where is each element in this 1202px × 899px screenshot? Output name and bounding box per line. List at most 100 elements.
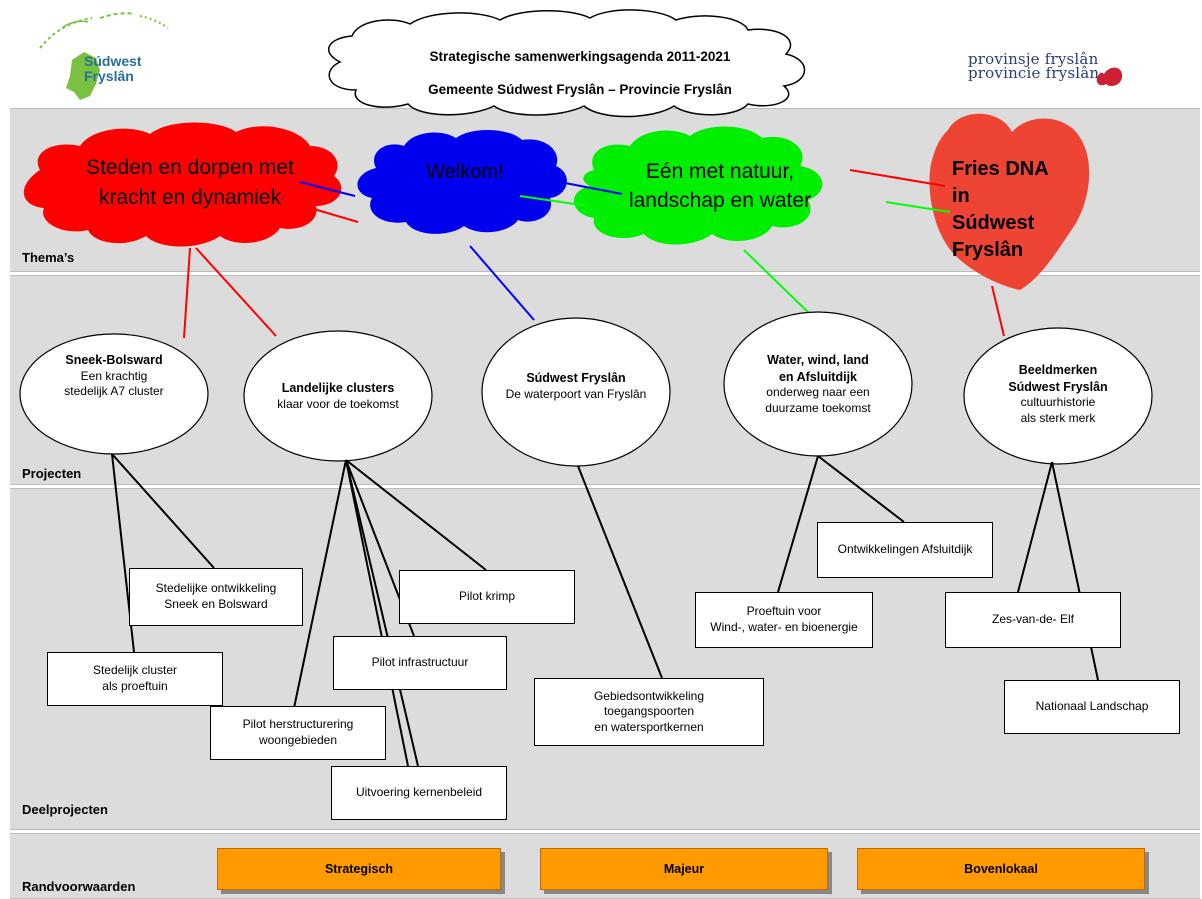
project-water-wind-title2: en Afsluitdijk [778, 369, 857, 384]
subproject-s1-l2: Sneek en Bolsward [164, 597, 268, 611]
subproject-s9-l1: Proeftuin voor [746, 604, 822, 619]
subproject-s2-l1: Stedelijk cluster [92, 663, 178, 678]
band-label-deelprojecten: Deelprojecten [22, 802, 108, 817]
logo-left-line2: Fryslân [84, 67, 134, 84]
connector-p4-s8 [817, 455, 905, 523]
project-water-wind-title1: Water, wind, land [767, 353, 869, 367]
subproject-s8: Ontwikkelingen Afsluitdijk [837, 542, 973, 557]
header-cloud [327, 9, 806, 118]
subproject-s5-l1: Pilot herstructurering [242, 717, 354, 732]
connector-p4-s9 [777, 455, 819, 593]
project-water-wind: Water, wind, land en Afsluitdijk onderwe… [728, 352, 908, 416]
connector-t3-p4 [743, 249, 813, 317]
project-sudwest-fryslan-l1: De waterpoort van Fryslân [505, 386, 647, 401]
header-title-line1: Strategische samenwerkingsagenda 2011-20… [429, 49, 731, 64]
subproject-s3: Pilot krimp [458, 589, 515, 604]
project-sudwest-fryslan-title: Súdwest Fryslân [526, 371, 626, 385]
band-label-themas: Thema’s [22, 250, 75, 265]
project-beeldmerken-title1: Beeldmerken [1018, 363, 1098, 377]
subproject-s2-l2: als proeftuin [102, 679, 168, 693]
project-beeldmerken-l2: als sterk merk [1020, 410, 1096, 425]
connector-t2-p3 [469, 245, 535, 321]
theme-fries-dna-line2: in [952, 185, 970, 207]
connector-t3-t4-red [849, 169, 946, 187]
project-water-wind-l2: duurzame toekomst [765, 400, 871, 415]
connector-t3-t4-green [885, 201, 951, 213]
subproject-pilot-krimp: Pilot krimp [399, 570, 575, 624]
project-sneek-bolsward-l2: stedelijk A7 cluster [64, 384, 164, 399]
connector-t4-p5 [991, 285, 1005, 337]
subproject-zes-van-de-elf: Zes-van-de- Elf [945, 592, 1121, 648]
theme-label-welkom: Welkom! [426, 161, 504, 183]
theme-cloud-welkom [357, 129, 567, 234]
connector-t2-t3-blue [559, 181, 623, 195]
provincie-heart-icon [1096, 67, 1123, 86]
subproject-ontwikkelingen-afsluitdijk: Ontwikkelingen Afsluitdijk [817, 522, 993, 578]
subproject-s7-l3: en watersportkernen [594, 719, 704, 734]
theme-label-natuur: Eén met natuur, landschap en water [628, 160, 812, 212]
subproject-nationaal-landschap: Nationaal Landschap [1004, 680, 1180, 734]
project-water-wind-l1: onderweg naar een [766, 385, 870, 400]
subproject-s9-l2: Wind-, water- en bioenergie [710, 620, 858, 634]
subproject-s7-l2: toegangspoorten [603, 704, 695, 719]
subproject-s7-l1: Gebiedsontwikkeling [593, 688, 705, 703]
connector-p1-s1 [111, 453, 215, 569]
project-ellipse-sneek-bolsward [19, 333, 209, 455]
connector-t1-p1 [183, 247, 191, 339]
theme-cloud-steden [23, 122, 342, 247]
project-beeldmerken-l1: cultuurhistorie [1020, 395, 1096, 410]
logo-right-line2: provincie fryslân [968, 64, 1100, 82]
subproject-s10: Zes-van-de- Elf [991, 612, 1075, 627]
connector-t1-t2-blue [299, 181, 356, 197]
project-beeldmerken-title2: Súdwest Fryslân [1008, 379, 1108, 394]
theme-heart-fries-dna [929, 113, 1090, 290]
project-sneek-bolsward: Sneek-Bolsward Een krachtig stedelijk A7… [24, 352, 204, 400]
subproject-s11: Nationaal Landschap [1035, 699, 1149, 714]
subproject-s4: Pilot infrastructuur [371, 655, 469, 670]
subproject-pilot-infrastructuur: Pilot infrastructuur [333, 636, 507, 690]
header-title-line2: Gemeente Súdwest Fryslân – Provincie Fry… [428, 82, 732, 97]
band-label-projecten: Projecten [22, 466, 82, 481]
project-sneek-bolsward-title: Sneek-Bolsward [65, 353, 163, 367]
connector-p2-s3 [345, 459, 487, 571]
connector-p3-s7 [577, 465, 663, 679]
project-landelijke-clusters: Landelijke clusters klaar voor de toekom… [246, 380, 430, 412]
connector-p2-s5 [293, 459, 347, 709]
condition-bovenlokaal: Bovenlokaal [857, 848, 1145, 890]
connector-p5-s10 [1017, 461, 1053, 593]
connector-p2-s6 [345, 459, 419, 767]
project-landelijke-clusters-l1: klaar voor de toekomst [277, 396, 399, 411]
logo-left-text: Súdwest Fryslân [84, 54, 142, 83]
subproject-s6: Uitvoering kernenbeleid [355, 785, 483, 800]
theme-label-steden: Steden en dorpen met kracht en dynamiek [86, 156, 294, 209]
theme-cloud-natuur [573, 126, 823, 245]
header-title: Strategische samenwerkingsagenda 2011-20… [360, 40, 800, 106]
theme-fries-dna-line4: Fryslân [952, 239, 1024, 261]
project-ellipse-sudwest-fryslan [481, 317, 671, 467]
sudwest-logo-map-icon [39, 12, 169, 100]
project-ellipse-landelijke-clusters [243, 330, 433, 462]
band-label-randvoorwaarden: Randvoorwaarden [22, 879, 136, 894]
project-ellipse-beeldmerken [963, 327, 1153, 465]
theme-fries-dna-line1: Fries DNA [952, 158, 1049, 180]
logo-left-line1: Súdwest [84, 53, 142, 69]
logo-right-line1: provinsje fryslân [968, 50, 1099, 68]
subproject-s5-l2: woongebieden [258, 733, 338, 747]
project-beeldmerken: Beeldmerken Súdwest Fryslân cultuurhisto… [968, 362, 1148, 426]
connector-t1-t2-red [299, 204, 359, 223]
project-sudwest-fryslan: Súdwest Fryslân De waterpoort van Fryslâ… [476, 370, 676, 402]
project-sneek-bolsward-l1: Een krachtig [80, 368, 148, 383]
subproject-s1-l1: Stedelijke ontwikkeling [155, 581, 277, 596]
connector-p2-s6b [345, 459, 409, 767]
subproject-uitvoering-kernenbeleid: Uitvoering kernenbeleid [331, 766, 507, 820]
project-landelijke-clusters-title: Landelijke clusters [281, 381, 395, 395]
condition-majeur: Majeur [540, 848, 828, 890]
theme-fries-dna-line3: Súdwest [952, 212, 1035, 234]
connector-t1-p2 [195, 247, 277, 337]
